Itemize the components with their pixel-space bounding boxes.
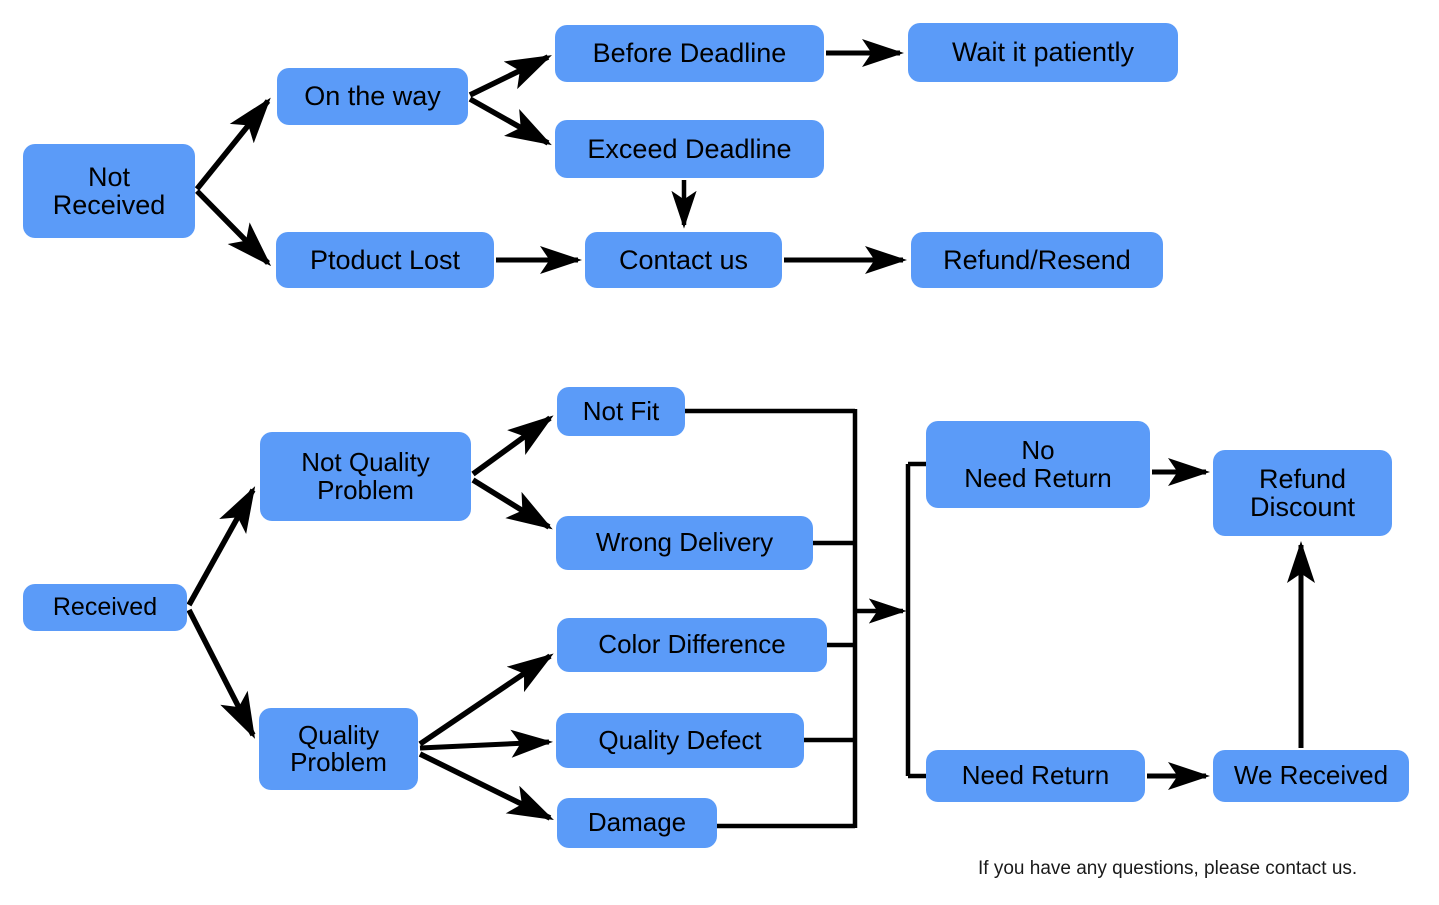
edge-not-received-to-on-the-way xyxy=(194,97,271,191)
node-refund-resend[interactable]: Refund/Resend xyxy=(911,232,1163,288)
edge-not-quality-to-not-fit xyxy=(471,415,554,477)
node-damage[interactable]: Damage xyxy=(557,798,717,848)
node-exceed-deadline[interactable]: Exceed Deadline xyxy=(555,120,824,178)
edge-not-quality-to-wrong-delivery xyxy=(471,477,553,530)
node-we-received[interactable]: We Received xyxy=(1213,750,1409,802)
node-quality-problem[interactable]: Quality Problem xyxy=(259,708,418,790)
edge-on-the-way-to-exceed-deadline xyxy=(468,96,552,146)
node-received[interactable]: Received xyxy=(23,584,187,631)
edge-quality-problem-to-color-difference xyxy=(418,653,554,747)
node-wait-patiently[interactable]: Wait it patiently xyxy=(908,23,1178,82)
node-need-return[interactable]: Need Return xyxy=(926,750,1145,802)
node-refund-discount[interactable]: Refund Discount xyxy=(1213,450,1392,536)
footer-contact-note: If you have any questions, please contac… xyxy=(978,858,1358,879)
node-not-fit[interactable]: Not Fit xyxy=(557,387,685,436)
node-color-difference[interactable]: Color Difference xyxy=(557,618,827,672)
edge-received-to-quality-problem xyxy=(186,608,256,739)
edge-quality-problem-to-damage xyxy=(418,751,554,821)
node-before-deadline[interactable]: Before Deadline xyxy=(555,25,824,82)
edge-not-received-to-product-lost xyxy=(195,189,272,267)
edge-received-to-not-quality xyxy=(186,486,256,607)
node-on-the-way[interactable]: On the way xyxy=(277,68,468,125)
node-contact-us[interactable]: Contact us xyxy=(585,232,782,288)
node-not-quality-problem[interactable]: Not Quality Problem xyxy=(260,432,471,521)
node-product-lost[interactable]: Ptoduct Lost xyxy=(276,232,494,288)
node-no-need-return[interactable]: No Need Return xyxy=(926,421,1150,508)
node-wrong-delivery[interactable]: Wrong Delivery xyxy=(556,516,813,570)
node-not-received[interactable]: Not Received xyxy=(23,144,195,238)
node-quality-defect[interactable]: Quality Defect xyxy=(556,713,804,768)
edge-quality-problem-to-quality-defect xyxy=(419,729,553,758)
edge-on-the-way-to-before-deadline xyxy=(468,54,552,98)
